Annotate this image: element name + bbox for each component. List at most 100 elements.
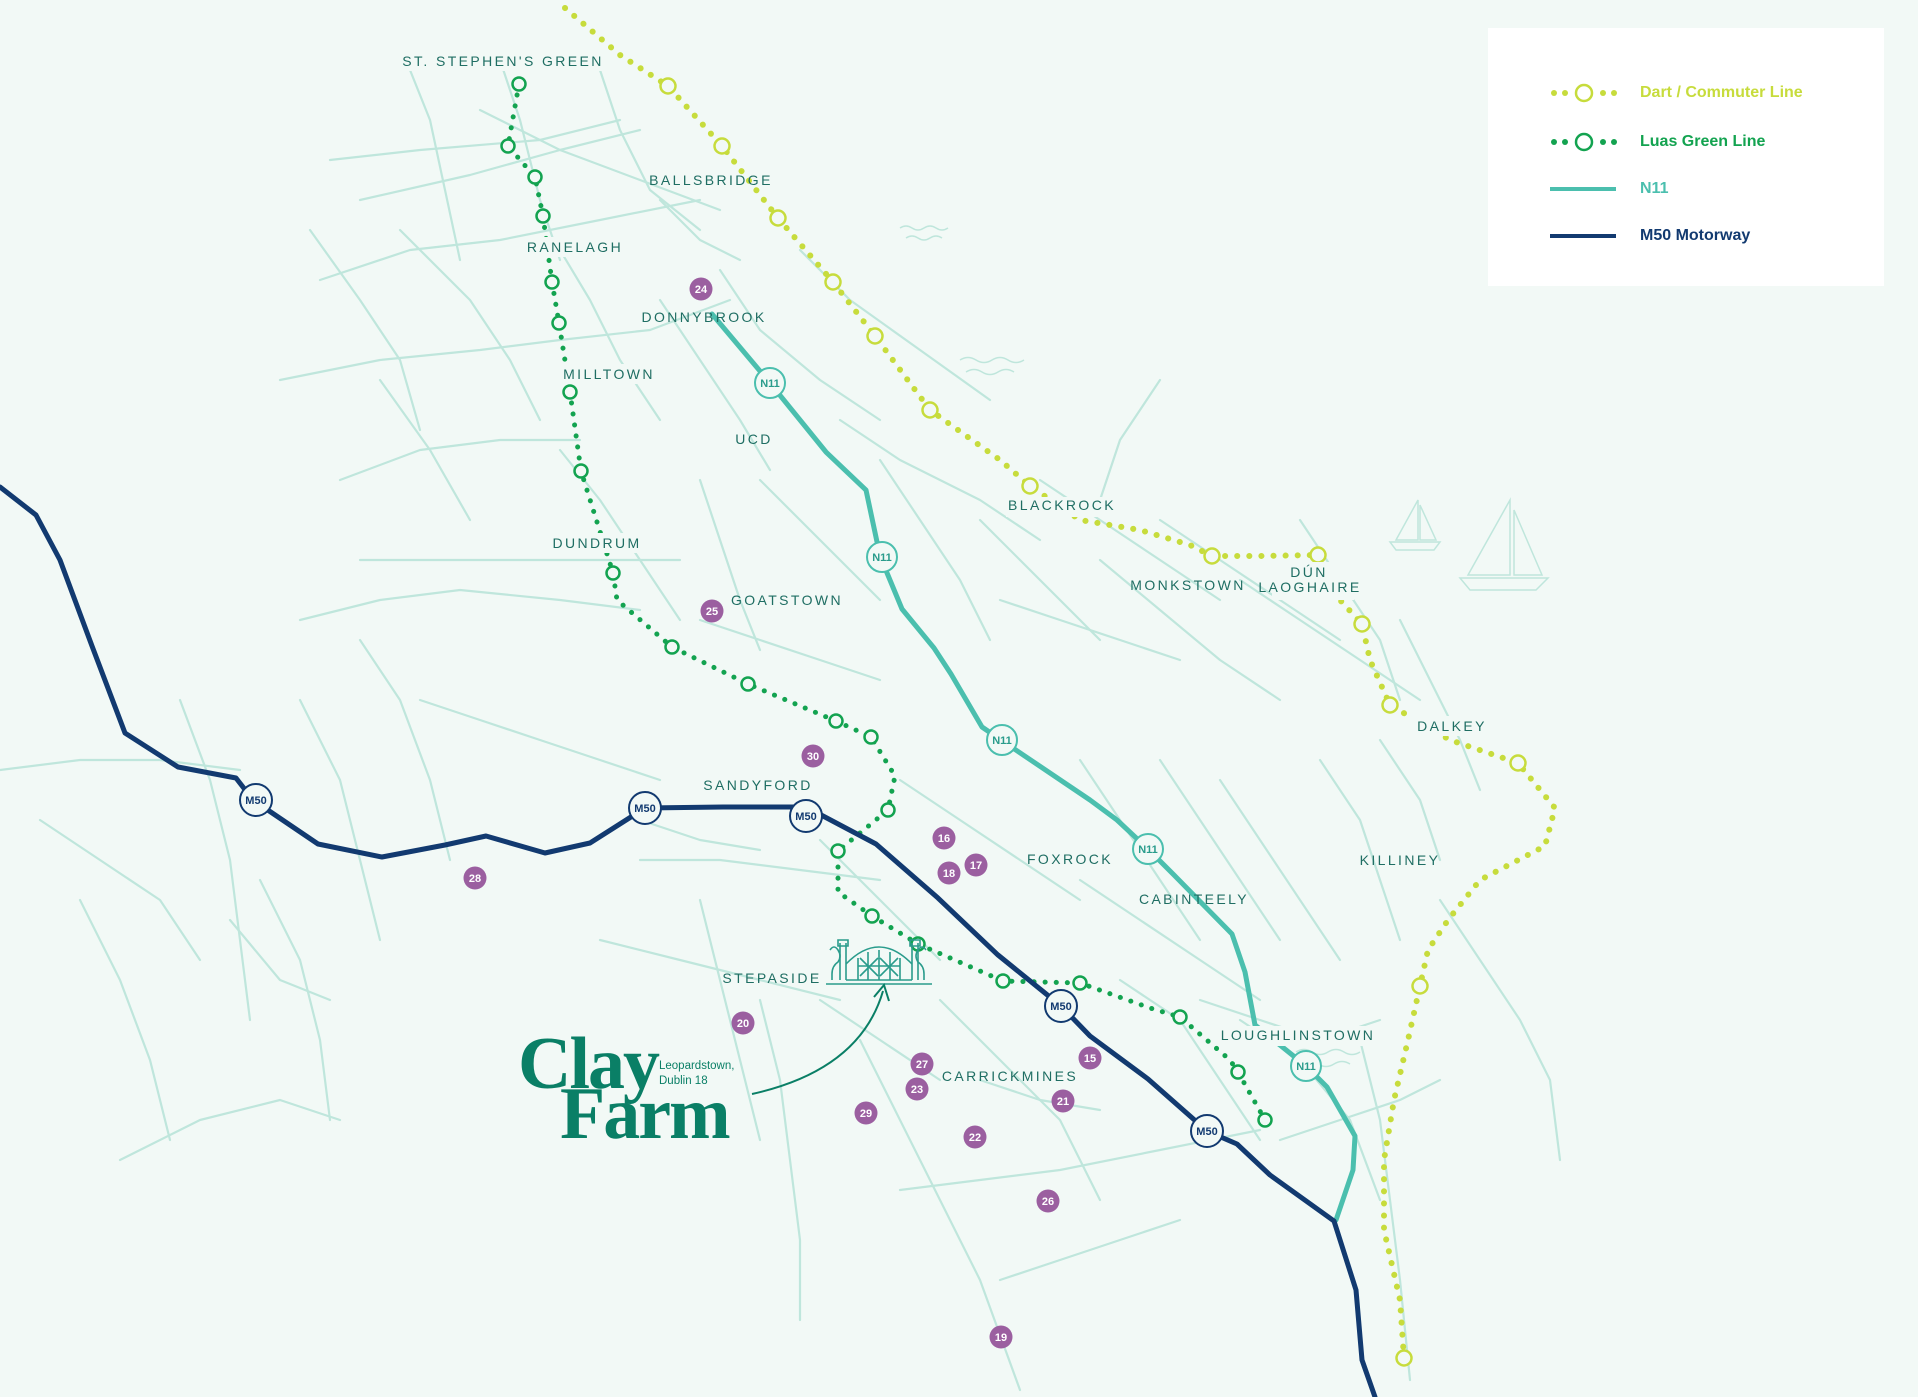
legend-item-n11[interactable]: N11 — [1548, 174, 1668, 204]
poi-markers: 24 25 30 16 18 17 28 20 27 23 29 22 21 1… — [463, 277, 1102, 1349]
legend-label-dart: Dart / Commuter Line — [1640, 84, 1803, 101]
site-pointer-arrow — [751, 982, 890, 1095]
brand-title-line2: Farm — [560, 1073, 730, 1155]
place-label[interactable]: CABINTEELY — [1139, 891, 1249, 907]
place-label[interactable]: CARRICKMINES — [942, 1068, 1078, 1084]
svg-text:16: 16 — [938, 833, 950, 845]
poi-marker[interactable]: 20 — [731, 1011, 755, 1035]
place-label[interactable]: LAOGHAIRE — [1258, 579, 1361, 595]
place-label[interactable]: MONKSTOWN — [1130, 577, 1245, 593]
svg-text:30: 30 — [807, 751, 819, 763]
poi-marker[interactable]: 25 — [700, 599, 724, 623]
place-label[interactable]: KILLINEY — [1360, 852, 1441, 868]
poi-marker[interactable]: 30 — [801, 744, 825, 768]
m50-shield: M50 — [789, 799, 823, 833]
map-legend: Dart / Commuter Line Luas Green Line N11… — [1488, 28, 1884, 286]
poi-marker[interactable]: 21 — [1051, 1089, 1075, 1113]
svg-text:23: 23 — [911, 1084, 923, 1096]
svg-text:N11: N11 — [992, 735, 1012, 747]
svg-text:M50: M50 — [1050, 1001, 1071, 1013]
m50-shield: M50 — [1044, 989, 1078, 1023]
poi-marker[interactable]: 15 — [1078, 1046, 1102, 1070]
svg-text:N11: N11 — [1138, 844, 1158, 856]
place-label[interactable]: RANELAGH — [527, 239, 623, 255]
m50-line-icon — [1550, 234, 1616, 238]
poi-marker[interactable]: 29 — [854, 1101, 878, 1125]
m50-road — [0, 484, 1378, 1397]
brand-address-line2: Dublin 18 — [659, 1075, 708, 1087]
legend-item-dart[interactable]: Dart / Commuter Line — [1548, 78, 1803, 108]
place-label[interactable]: MILLTOWN — [563, 366, 655, 382]
place-label[interactable]: LOUGHLINSTOWN — [1221, 1027, 1376, 1043]
brand-address-line1: Leopardstown, — [659, 1060, 734, 1072]
place-label[interactable]: ST. STEPHEN'S GREEN — [402, 53, 604, 69]
m50-shield: M50 — [1190, 1114, 1224, 1148]
svg-text:20: 20 — [737, 1018, 749, 1030]
place-label[interactable]: FOXROCK — [1027, 851, 1113, 867]
svg-text:29: 29 — [860, 1108, 872, 1120]
n11-shield: N11 — [866, 541, 898, 573]
svg-text:24: 24 — [695, 284, 708, 296]
svg-text:N11: N11 — [872, 552, 892, 564]
place-label[interactable]: DÚN — [1290, 564, 1328, 580]
legend-item-luas[interactable]: Luas Green Line — [1548, 127, 1765, 157]
place-label[interactable]: BALLSBRIDGE — [649, 172, 773, 188]
poi-marker[interactable]: 22 — [963, 1125, 987, 1149]
brand-lockup: Clay Farm Leopardstown, Dublin 18 — [518, 1023, 734, 1155]
place-labels: ST. STEPHEN'S GREEN BALLSBRIDGE RANELAGH… — [402, 51, 1492, 1084]
legend-label-m50: M50 Motorway — [1640, 227, 1751, 244]
place-label[interactable]: BLACKROCK — [1008, 497, 1116, 513]
n11-shield: N11 — [1132, 833, 1164, 865]
legend-label-n11: N11 — [1640, 180, 1669, 197]
svg-text:M50: M50 — [795, 811, 816, 823]
poi-marker[interactable]: 19 — [989, 1325, 1013, 1349]
svg-text:18: 18 — [943, 868, 955, 880]
svg-text:22: 22 — [969, 1132, 981, 1144]
poi-marker[interactable]: 17 — [964, 853, 988, 877]
legend-item-m50[interactable]: M50 Motorway — [1548, 221, 1750, 251]
dart-line-icon — [1551, 83, 1617, 103]
poi-marker[interactable]: 27 — [910, 1052, 934, 1076]
n11-shield: N11 — [986, 724, 1018, 756]
place-label[interactable]: DALKEY — [1417, 718, 1487, 734]
m50-shield: M50 — [239, 783, 273, 817]
n11-shields: N11 N11 N11 N11 N11 — [754, 367, 1322, 1082]
minor-roads — [0, 58, 1562, 1392]
svg-text:M50: M50 — [1196, 1126, 1217, 1138]
svg-text:M50: M50 — [634, 803, 655, 815]
clay-farm-gate-icon[interactable] — [826, 939, 932, 985]
svg-text:28: 28 — [469, 873, 481, 885]
svg-text:21: 21 — [1057, 1096, 1069, 1108]
n11-line-icon — [1550, 187, 1616, 191]
svg-text:N11: N11 — [760, 378, 780, 390]
place-label[interactable]: SANDYFORD — [703, 777, 813, 793]
place-label[interactable]: STEPASIDE — [722, 970, 821, 986]
place-label[interactable]: DUNDRUM — [552, 535, 641, 551]
luas-line — [505, 81, 1268, 1123]
place-label[interactable]: UCD — [735, 431, 773, 447]
place-label[interactable]: DONNYBROOK — [641, 309, 766, 325]
dart-stations — [659, 77, 1527, 1367]
n11-shield: N11 — [1290, 1050, 1322, 1082]
svg-text:15: 15 — [1084, 1053, 1096, 1065]
poi-marker[interactable]: 24 — [689, 277, 713, 301]
svg-text:17: 17 — [970, 860, 982, 872]
svg-text:27: 27 — [916, 1059, 928, 1071]
svg-text:N11: N11 — [1296, 1061, 1316, 1073]
n11-shield: N11 — [754, 367, 786, 399]
poi-marker[interactable]: 16 — [932, 826, 956, 850]
luas-line-icon — [1551, 132, 1617, 152]
brand-title-line1: Clay — [518, 1023, 660, 1105]
svg-text:M50: M50 — [245, 795, 266, 807]
poi-marker[interactable]: 23 — [905, 1077, 929, 1101]
svg-text:26: 26 — [1042, 1196, 1054, 1208]
poi-marker[interactable]: 28 — [463, 866, 487, 890]
poi-marker[interactable]: 26 — [1036, 1189, 1060, 1213]
m50-shields: M50 M50 M50 M50 M50 — [239, 783, 1224, 1148]
place-label[interactable]: GOATSTOWN — [731, 592, 843, 608]
m50-shield: M50 — [628, 791, 662, 825]
svg-text:19: 19 — [995, 1332, 1007, 1344]
poi-marker[interactable]: 18 — [937, 861, 961, 885]
svg-text:25: 25 — [706, 606, 718, 618]
